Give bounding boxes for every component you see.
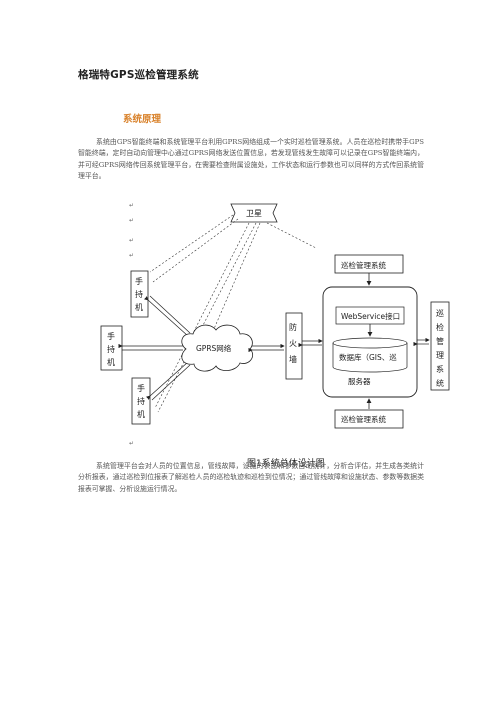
firewall-server-link [298, 338, 323, 348]
handheld-device-top: 手 持 机 [130, 270, 149, 318]
svg-text:墙: 墙 [289, 354, 297, 364]
svg-text:火: 火 [289, 339, 297, 348]
svg-text:系: 系 [436, 364, 444, 374]
svg-text:巡检管理系统: 巡检管理系统 [341, 414, 386, 424]
paragraph-marks: ↵ ↵ ↵ ↵ ↵ [129, 202, 134, 447]
svg-text:↵: ↵ [129, 217, 134, 224]
svg-text:巡检管理系统: 巡检管理系统 [341, 260, 386, 270]
svg-text:持: 持 [135, 289, 143, 299]
gprs-network-cloud: GPRS网络 [181, 324, 254, 372]
svg-text:↵: ↵ [129, 202, 134, 209]
handheld-device-middle: 手 持 机 [100, 325, 123, 371]
firewall-box: 防 火 墙 [285, 312, 303, 380]
svg-text:手: 手 [135, 276, 143, 286]
svg-text:持: 持 [107, 344, 115, 354]
svg-text:手: 手 [137, 383, 145, 393]
svg-text:↵: ↵ [129, 440, 134, 447]
svg-text:理: 理 [436, 351, 444, 360]
page-title: 格瑞特GPS巡检管理系统 [78, 69, 199, 81]
svg-text:机: 机 [135, 302, 143, 312]
figure-caption: 图1系统总体设计图 [247, 459, 325, 469]
section-heading: 系统原理 [123, 114, 162, 125]
svg-text:防: 防 [289, 322, 297, 332]
satellite-box: 卫星 [230, 203, 278, 223]
svg-text:GPRS网络: GPRS网络 [196, 343, 232, 353]
svg-text:↵: ↵ [129, 237, 134, 244]
svg-text:↵: ↵ [129, 252, 134, 259]
server-box: WebService接口 数据库（GIS、巡 服务器 [322, 286, 418, 398]
svg-text:管: 管 [436, 336, 444, 346]
mgmt-system-top: 巡检管理系统 [334, 254, 404, 286]
svg-text:统: 统 [436, 378, 444, 388]
mgmt-system-right: 巡 检 管 理 系 统 [430, 301, 450, 391]
svg-text:检: 检 [436, 322, 444, 332]
paragraph-intro: 系统由GPS智能终端和系统管理平台利用GPRS网络组成一个实时巡检管理系统。人员… [78, 138, 424, 181]
server-right-link [413, 337, 430, 347]
cloud-firewall-link [248, 343, 285, 353]
handheld-device-bottom: 手 持 机 [131, 377, 151, 425]
handheld-cloud-links [118, 295, 191, 401]
svg-text:机: 机 [107, 357, 115, 367]
paragraph-platform: 系统管理平台会对人员的位置信息，管线故障，设施的状态和参数自动统计，分析合评估，… [78, 462, 424, 493]
svg-text:手: 手 [107, 331, 115, 341]
svg-text:服务器: 服务器 [348, 376, 371, 386]
svg-text:持: 持 [137, 396, 145, 406]
svg-text:数据库（GIS、巡: 数据库（GIS、巡 [339, 352, 397, 362]
mgmt-system-bottom: 巡检管理系统 [334, 398, 404, 429]
svg-text:机: 机 [137, 409, 145, 419]
svg-text:WebService接口: WebService接口 [341, 311, 400, 321]
svg-text:巡: 巡 [436, 308, 444, 318]
svg-text:卫星: 卫星 [246, 209, 262, 218]
